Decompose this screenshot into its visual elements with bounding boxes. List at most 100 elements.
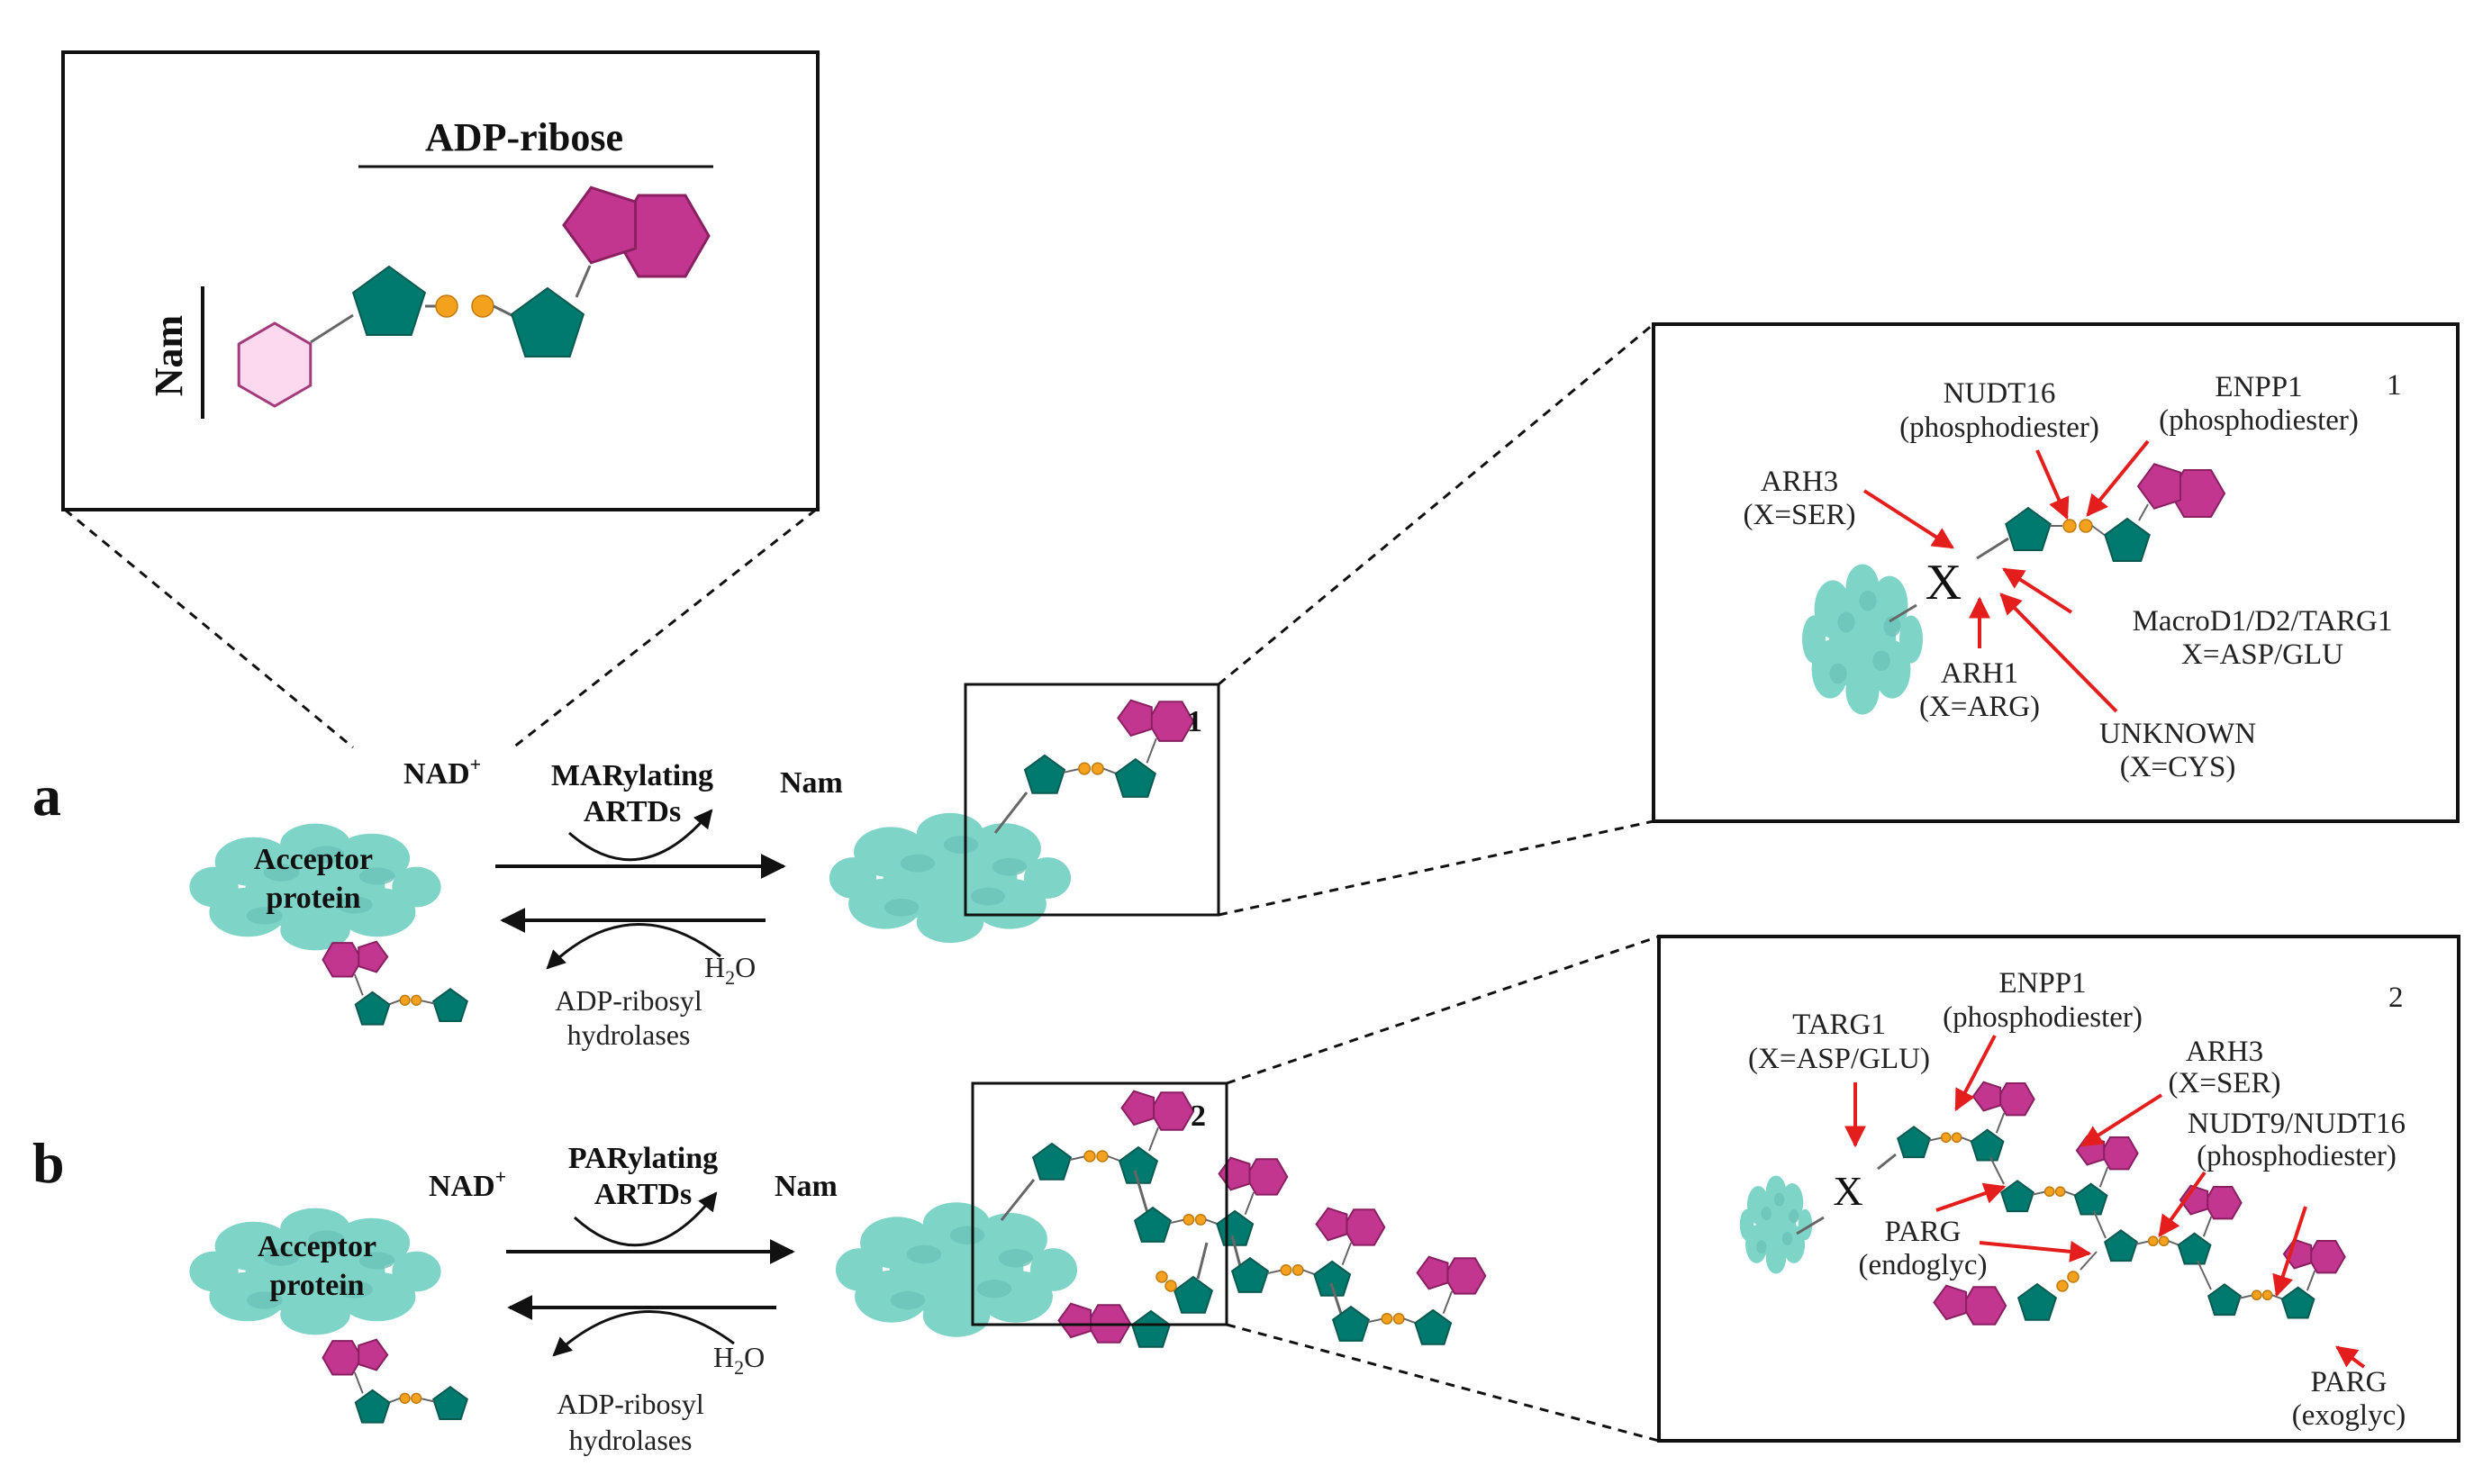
bond-line	[1169, 1218, 1186, 1225]
protein-lobe	[1871, 575, 1908, 635]
targ1-label-2: (X=ASP/GLU)	[1748, 1043, 1930, 1075]
adenine-hexagon	[2203, 1186, 2243, 1220]
protein-lobe	[189, 866, 239, 908]
unknown-label-1: UNKNOWN	[2099, 718, 2256, 750]
bond-line	[2306, 1270, 2316, 1291]
protein-lobe	[1765, 1242, 1787, 1274]
adenine-hexagon	[1245, 1158, 1289, 1196]
unknown-label-2: (X=CYS)	[2120, 751, 2236, 783]
ribose-pentagon	[2104, 1229, 2138, 1262]
protein-texture	[906, 1244, 942, 1264]
protein-texture	[358, 867, 395, 885]
protein-lobe	[916, 901, 984, 944]
protein-texture	[992, 857, 1028, 876]
parg-exo-label-1: PARG	[2311, 1366, 2388, 1398]
phosphate-circle	[1083, 1150, 1096, 1163]
arrow-nudt	[2158, 1171, 2207, 1237]
arrow-arh3	[1862, 489, 1955, 549]
detail-2-protein	[1739, 1175, 1825, 1274]
protein-texture	[900, 854, 936, 873]
protein-texture	[308, 846, 345, 864]
phosphate-circle	[435, 294, 458, 318]
detail-2-number: 2	[2388, 982, 2404, 1014]
acceptor-protein-b-line1: Acceptor	[258, 1230, 376, 1263]
protein-lobe	[967, 823, 1041, 874]
bond-line	[2098, 1166, 2109, 1188]
phosphate-circle	[1183, 1213, 1195, 1226]
protein-texture	[890, 1290, 926, 1310]
zoom-box-2-number: 2	[1191, 1099, 1206, 1133]
arrow-nudt16	[2035, 449, 2070, 520]
ribose-pentagon	[1313, 1260, 1352, 1297]
ribose-pentagon	[2177, 1232, 2212, 1265]
protein-texture	[1883, 616, 1901, 638]
adenine-hexagon	[1149, 1091, 1195, 1131]
macrod-label-2: X=ASP/GLU	[2181, 638, 2343, 671]
adenine-hexagon	[2099, 1136, 2139, 1171]
adenine-pentagon	[1416, 1255, 1449, 1290]
protein-lobe	[1801, 615, 1826, 664]
enpp1-d2-label-2: (phosphodiester)	[1943, 1001, 2143, 1034]
protein-lobe	[922, 1294, 991, 1337]
inset-adp-ribose: ADP-ribose Nam	[61, 50, 820, 511]
phosphate-circle	[1291, 1263, 1304, 1276]
hydrolase-b-line2: hydrolases	[569, 1424, 693, 1456]
connector-2-top	[1226, 935, 1660, 1085]
protein-texture	[246, 1291, 283, 1309]
ribose-pentagon	[1023, 754, 1066, 794]
adenine-hexagon	[1996, 1082, 2035, 1117]
phosphate-circle	[411, 1392, 422, 1404]
parg-endo-label-2: (endoglyc)	[1859, 1249, 1988, 1281]
protein-texture	[1859, 590, 1877, 611]
enzyme-b-line1: PARylating	[568, 1142, 718, 1175]
ribose-pentagon	[1118, 1145, 1159, 1184]
parg-exo-label-2: (exoglyc)	[2292, 1399, 2406, 1432]
phosphate-circle	[471, 294, 494, 318]
protein-texture	[1756, 1240, 1767, 1254]
ribose-pentagon	[1414, 1308, 1453, 1345]
bond-line	[1995, 1112, 2006, 1134]
adenine-pentagon	[2136, 463, 2181, 510]
zoom-box-1	[964, 683, 1220, 917]
protein-lobe	[189, 1251, 239, 1292]
enzyme-a-line2: ARTDs	[584, 795, 681, 828]
bond-line	[1146, 737, 1157, 764]
bond-line	[2197, 1260, 2212, 1290]
panel-a: a Acceptor protein NAD+ MARylating ARTDs…	[32, 683, 1220, 1051]
adenine-hexagon	[322, 1340, 363, 1376]
panel-b-letter: b	[32, 1131, 65, 1195]
phosphate-circle	[1096, 1150, 1109, 1163]
protein-texture	[884, 898, 920, 917]
bond-line	[1989, 1156, 2005, 1185]
ribose-pentagon	[2280, 1286, 2315, 1319]
ribose-pentagon	[1897, 1126, 1931, 1159]
detail-1-frame	[1652, 322, 2460, 823]
macrod-label-1: MacroD1/D2/TARG1	[2133, 605, 2393, 638]
nad-label-a: NAD+	[403, 753, 481, 791]
adenine-pentagon	[1971, 1081, 2002, 1112]
enzyme-a-line1: MARylating	[551, 759, 713, 792]
nam-label-a: Nam	[780, 766, 843, 800]
bond-line	[1976, 537, 2009, 560]
protein-lobe	[280, 1294, 350, 1335]
arh1-label-2: (X=ARG)	[1919, 691, 2040, 723]
phosphate-circle	[2067, 1271, 2080, 1283]
acceptor-protein-b-line2: protein	[269, 1269, 364, 1302]
protein-lobe	[392, 1251, 441, 1292]
acceptor-protein-a	[189, 823, 441, 951]
arrow-enpp1	[2086, 439, 2150, 517]
arrow-macrod	[2001, 567, 2073, 614]
arrow-parg-endo-2	[1979, 1240, 2092, 1262]
ribose-pentagon	[432, 987, 468, 1022]
detail-1-x: X	[1926, 555, 1962, 611]
protein-texture	[1761, 1207, 1772, 1221]
ribose-pentagon	[1331, 1305, 1371, 1342]
phosphate-circle	[399, 1392, 411, 1404]
connector-inset-right	[512, 508, 817, 749]
bond-line	[1442, 1290, 1454, 1315]
zoom-box-1-number: 1	[1187, 705, 1202, 738]
ribose-pentagon	[1970, 1128, 2005, 1162]
adenine-hexagon	[2306, 1240, 2346, 1274]
